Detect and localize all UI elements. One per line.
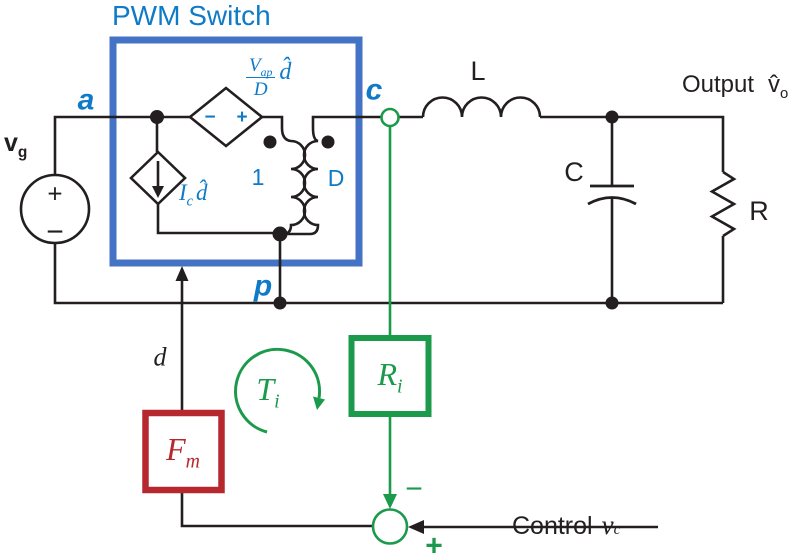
vg-label: vg <box>4 129 27 160</box>
ti-subscript: i <box>274 390 280 413</box>
dep-voltage-plus: + <box>236 107 248 129</box>
output-label: Output v̂o <box>682 71 788 101</box>
fm-rect <box>142 409 225 494</box>
vap-subscript: ap <box>260 65 273 79</box>
sum-plus-sign: + <box>425 529 443 559</box>
output-vhat: v̂ <box>768 71 781 98</box>
ic-subscript: c <box>186 193 193 210</box>
node-label-a: a <box>77 83 95 117</box>
resistor <box>709 170 737 238</box>
resistor-zigzag <box>709 170 737 238</box>
dep-voltage-numerator: Vap <box>246 55 276 79</box>
secondary-phasing-dot <box>321 135 335 149</box>
ri-subscript: i <box>397 375 403 398</box>
cap-plate-bottom <box>587 196 637 206</box>
junction-dots <box>150 110 619 310</box>
capacitor-label: C <box>564 156 584 187</box>
transformer <box>262 115 390 236</box>
wire-top-right <box>540 115 725 172</box>
control-arrow <box>408 520 424 534</box>
winding-secondary-label: D <box>327 164 345 191</box>
junction-dot <box>272 226 288 242</box>
dep-voltage-dhat: d̂ <box>279 58 292 85</box>
ri-rect <box>348 335 432 417</box>
ic-dhat: d̂ <box>196 180 208 205</box>
sum-minus-sign: − <box>405 472 423 506</box>
output-text: Output <box>682 71 755 98</box>
vap-symbol: V <box>249 55 261 76</box>
pwm-box-rect <box>109 36 363 267</box>
summing-junction <box>371 508 409 545</box>
ri-label: Ri <box>377 356 402 396</box>
winding-primary-label: 1 <box>251 163 265 190</box>
ri-symbol: R <box>377 356 398 393</box>
ti-arrowhead <box>313 396 325 410</box>
wire-current-source-bottom <box>156 204 280 235</box>
current-feedback <box>234 107 432 545</box>
pwm-switch-box <box>109 36 363 267</box>
control-text: Control <box>512 512 593 540</box>
wire-a <box>53 115 190 175</box>
inductor <box>421 96 542 118</box>
dep-voltage-fraction: Vap D <box>246 55 276 100</box>
dep-voltage-minus: − <box>204 107 216 129</box>
vg-minus-sign: − <box>46 215 64 249</box>
junction-dot <box>605 110 619 124</box>
control-vc-symbol: v <box>601 510 614 540</box>
primary-winding <box>262 115 307 236</box>
vg-symbol: v <box>4 129 18 157</box>
node-label-c: c <box>365 73 383 107</box>
d-arrowhead <box>175 266 189 281</box>
junction-dot <box>150 110 164 124</box>
ic-symbol: I <box>179 180 187 205</box>
resistor-label: R <box>749 195 769 226</box>
fm-symbol: F <box>166 431 186 468</box>
control-arrowhead <box>408 520 424 534</box>
secondary-winding <box>280 115 390 236</box>
junction-dot <box>605 296 619 310</box>
d-arrow <box>175 266 189 281</box>
inductor-coils <box>421 96 542 118</box>
vg-subscript: g <box>17 144 28 161</box>
vg-source <box>19 173 91 245</box>
dep-current-source <box>129 150 187 206</box>
ti-label: Ti <box>256 371 279 411</box>
wire-fm-to-sum <box>180 490 372 528</box>
current-arrowhead <box>152 186 164 198</box>
vg-plus-sign: + <box>47 178 63 209</box>
c-node-tap <box>380 107 400 128</box>
junction-dot <box>273 296 287 310</box>
capacitor <box>587 184 637 206</box>
duty-label: d <box>153 342 167 372</box>
pwm-switch-title: PWM Switch <box>112 0 271 31</box>
wires <box>53 115 725 529</box>
primary-phasing-dot <box>263 135 277 149</box>
ri-arrowhead <box>383 494 397 509</box>
fm-box <box>142 409 225 494</box>
dep-voltage-denominator: D <box>253 79 268 100</box>
dep-voltage-label: Vap D d̂ <box>246 56 291 99</box>
output-subscript: o <box>780 85 789 102</box>
fm-subscript: m <box>185 450 200 473</box>
wire-bottom-rail <box>53 243 723 305</box>
fm-label: Fm <box>166 431 200 471</box>
inductor-label: L <box>470 55 486 86</box>
vg-circle <box>19 173 91 245</box>
node-label-p: p <box>253 269 273 303</box>
ti-symbol: T <box>256 371 275 408</box>
ti-loop-arc <box>234 347 322 434</box>
